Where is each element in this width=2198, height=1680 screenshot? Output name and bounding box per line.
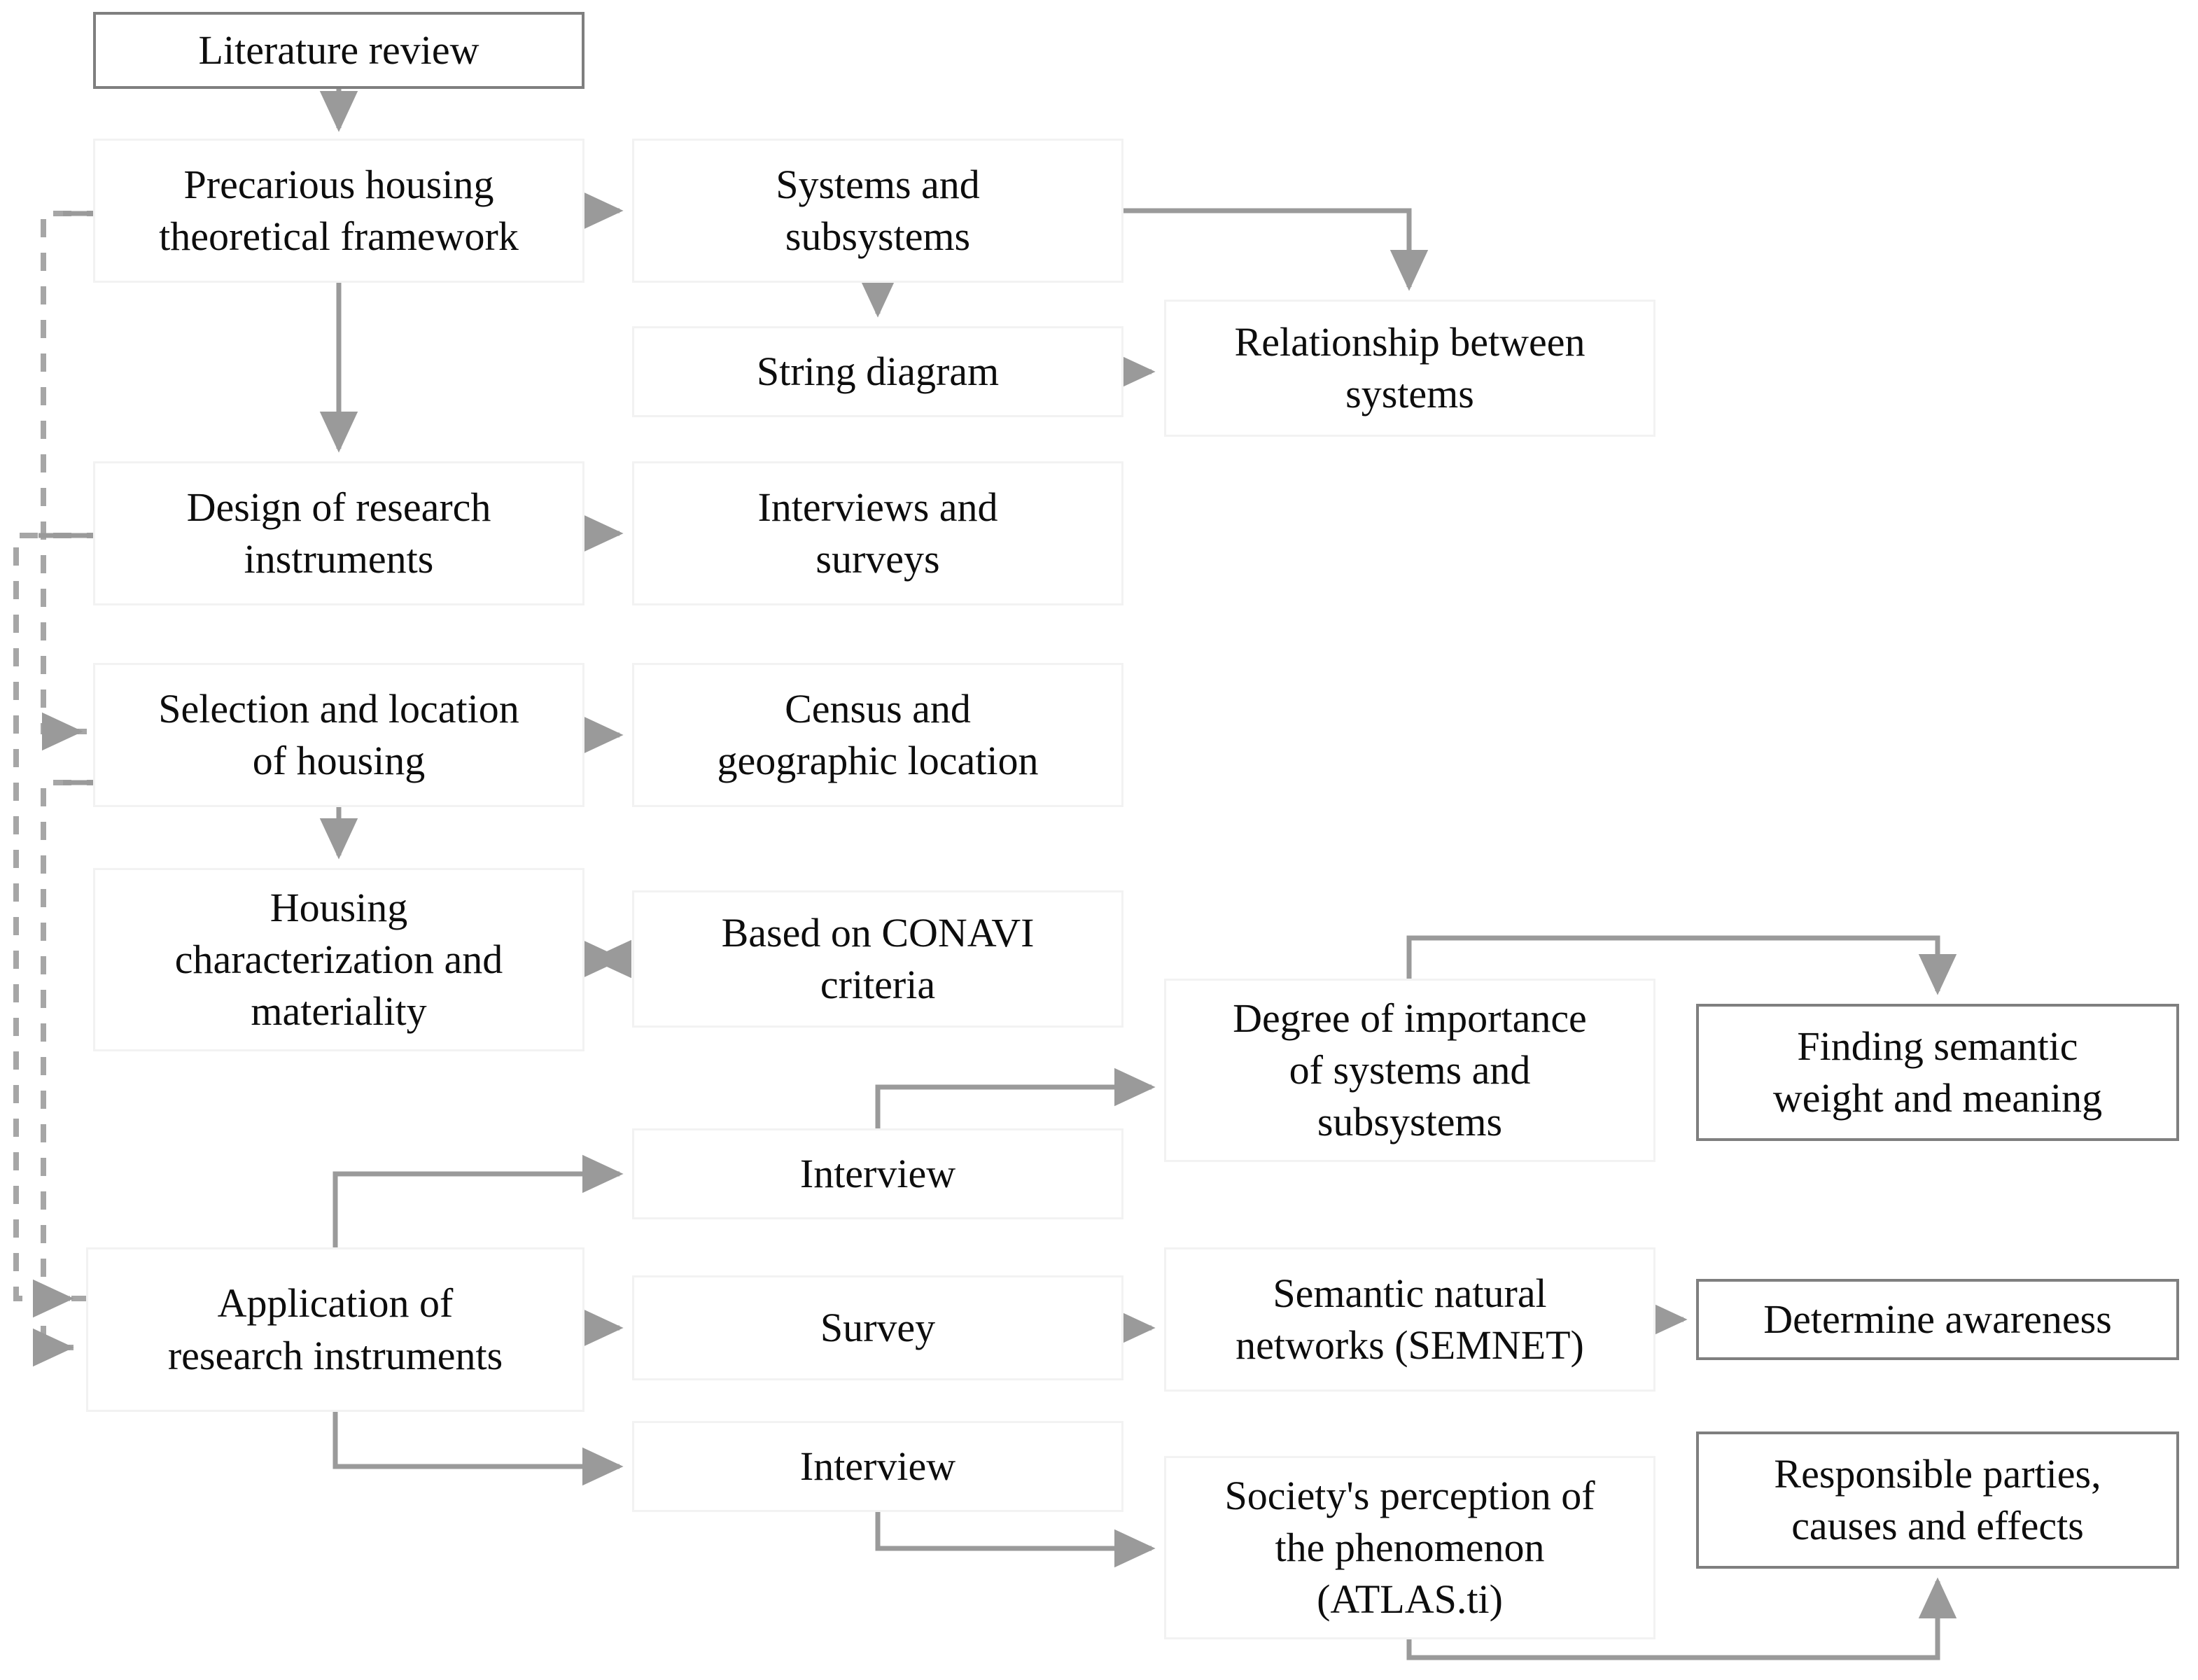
node-label: Precarious housing theoretical framework bbox=[159, 161, 519, 259]
node-label: Degree of importance of systems and subs… bbox=[1233, 995, 1587, 1145]
node-design-of-research-instruments[interactable]: Design of research instruments bbox=[93, 461, 584, 606]
node-precarious-housing-theoretical-framework[interactable]: Precarious housing theoretical framework bbox=[93, 139, 584, 283]
node-label: Selection and location of housing bbox=[158, 685, 519, 783]
node-determine-awareness[interactable]: Determine awareness bbox=[1696, 1279, 2179, 1360]
node-label: Literature review bbox=[198, 27, 479, 73]
node-based-on-conavi-criteria[interactable]: Based on CONAVI criteria bbox=[632, 890, 1124, 1028]
edge-interview1-to-degree bbox=[875, 1068, 1156, 1128]
node-interview-2[interactable]: Interview bbox=[632, 1421, 1124, 1512]
node-interviews-and-surveys[interactable]: Interviews and surveys bbox=[632, 461, 1124, 606]
node-label: Application of research instruments bbox=[167, 1280, 503, 1378]
node-string-diagram[interactable]: String diagram bbox=[632, 326, 1124, 417]
node-label: Housing characterization and materiality bbox=[174, 884, 503, 1035]
node-label: Interview bbox=[799, 1150, 956, 1196]
node-label: String diagram bbox=[756, 348, 1000, 394]
node-relationship-between-systems[interactable]: Relationship between systems bbox=[1164, 300, 1656, 437]
edge-interview2-to-society bbox=[875, 1512, 1156, 1568]
node-label: Relationship between systems bbox=[1234, 318, 1586, 416]
node-finding-semantic-weight-and-meaning[interactable]: Finding semantic weight and meaning bbox=[1696, 1004, 2179, 1141]
node-label: Design of research instruments bbox=[186, 484, 491, 582]
node-application-of-research-instruments[interactable]: Application of research instruments bbox=[86, 1247, 584, 1412]
node-responsible-parties-causes-and-effects[interactable]: Responsible parties, causes and effects bbox=[1696, 1432, 2179, 1569]
node-label: Systems and subsystems bbox=[776, 161, 980, 259]
node-label: Census and geographic location bbox=[717, 685, 1039, 783]
node-systems-and-subsystems[interactable]: Systems and subsystems bbox=[632, 139, 1124, 283]
node-degree-of-importance-of-systems-and-subsystems[interactable]: Degree of importance of systems and subs… bbox=[1164, 979, 1656, 1162]
edge-application-to-interview1 bbox=[332, 1154, 624, 1247]
node-literature-review[interactable]: Literature review bbox=[93, 12, 584, 89]
edge-systems-to-relationship bbox=[1124, 208, 1429, 291]
edge-design-to-application-dashed bbox=[13, 533, 105, 1301]
node-label: Semantic natural networks (SEMNET) bbox=[1236, 1270, 1584, 1368]
node-census-and-geographic-location[interactable]: Census and geographic location bbox=[632, 663, 1124, 807]
node-housing-characterization-and-materiality[interactable]: Housing characterization and materiality bbox=[93, 868, 584, 1051]
node-label: Society's perception of the phenomenon (… bbox=[1224, 1472, 1595, 1623]
node-selection-and-location-of-housing[interactable]: Selection and location of housing bbox=[93, 663, 584, 807]
node-label: Finding semantic weight and meaning bbox=[1772, 1023, 2103, 1121]
node-label: Responsible parties, causes and effects bbox=[1774, 1450, 2101, 1548]
node-survey[interactable]: Survey bbox=[632, 1275, 1124, 1380]
node-societys-perception-of-the-phenomenon-atlasti[interactable]: Society's perception of the phenomenon (… bbox=[1164, 1456, 1656, 1639]
node-semantic-natural-networks-semnet[interactable]: Semantic natural networks (SEMNET) bbox=[1164, 1247, 1656, 1392]
node-label: Survey bbox=[820, 1304, 936, 1350]
node-interview-1[interactable]: Interview bbox=[632, 1128, 1124, 1219]
node-label: Interviews and surveys bbox=[757, 484, 998, 582]
node-label: Determine awareness bbox=[1763, 1296, 2112, 1342]
node-label: Based on CONAVI criteria bbox=[721, 909, 1035, 1007]
node-label: Interview bbox=[799, 1443, 956, 1489]
edge-application-to-interview2 bbox=[332, 1412, 624, 1486]
